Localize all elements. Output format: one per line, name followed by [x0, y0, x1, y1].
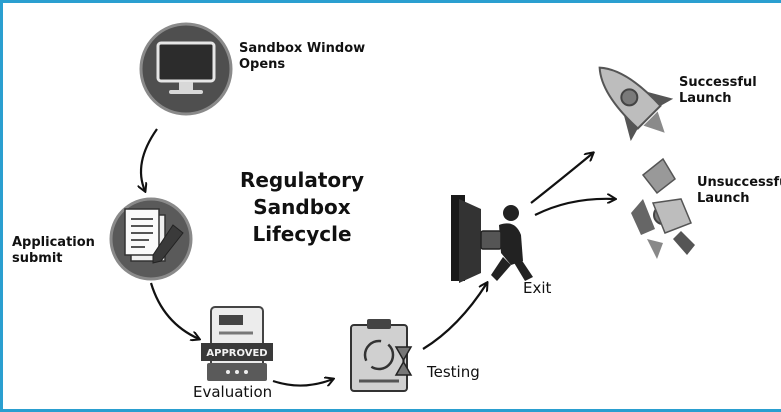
arrow-exit-to-successful: [530, 153, 593, 204]
person-exiting-door-icon: [451, 195, 533, 283]
label-application: Application submit: [12, 235, 95, 267]
arrow-exit-to-unsuccessful: [534, 199, 615, 216]
diagram-canvas: APPROVED: [109, 22, 695, 392]
broken-rocket-icon: [631, 157, 695, 259]
arrow-evaluation-to-testing: [272, 379, 333, 386]
approved-stamp-icon: [201, 306, 273, 381]
label-testing: Testing: [427, 363, 480, 381]
document-pen-icon: [109, 197, 193, 281]
label-exit: Exit: [523, 279, 552, 297]
arrow-testing-to-exit: [422, 283, 487, 350]
rocket-icon: [598, 66, 674, 142]
label-unsuccessful-launch: Unsuccessful Launch: [697, 175, 781, 207]
monitor-icon: [139, 22, 233, 116]
label-evaluation: Evaluation: [193, 383, 273, 401]
arrow-window-to-application: [141, 128, 158, 191]
arrow-application-to-evaluation: [149, 282, 199, 339]
label-successful-launch: Successful Launch: [679, 75, 757, 107]
label-sandbox-window: Sandbox Window Opens: [239, 41, 366, 73]
clipboard-hourglass-icon: [350, 319, 413, 392]
diagram-title: Regulatory Sandbox Lifecycle: [239, 168, 365, 246]
approved-stamp-text: APPROVED: [206, 348, 267, 359]
